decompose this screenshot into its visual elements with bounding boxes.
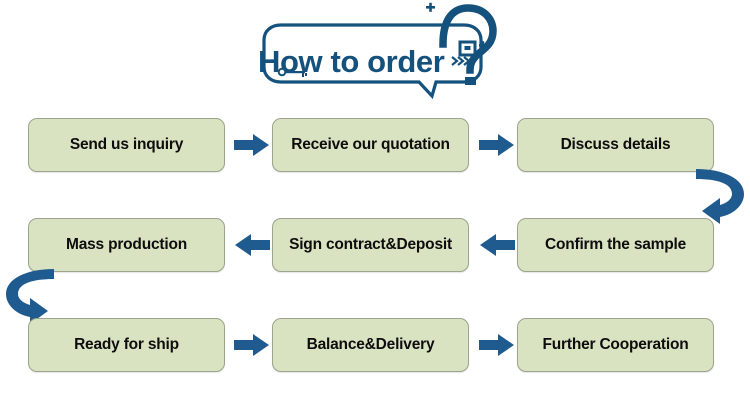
arrow-right-icon [234, 134, 269, 156]
flow-row-2: Mass production Sign contract&Deposit Co… [0, 218, 750, 272]
arrow-left-icon [480, 234, 515, 256]
flow-node-receive-our-quotation[interactable]: Receive our quotation [272, 118, 469, 172]
speech-bubble-icon [262, 23, 483, 100]
flow-row-3: Ready for ship Balance&Delivery Further … [0, 318, 750, 372]
flow-node-label: Confirm the sample [544, 236, 687, 253]
motion-chevrons-icon [451, 56, 471, 66]
wrap-arrow-left-icon [6, 269, 54, 324]
flow-node-label: Ready for ship [74, 336, 179, 353]
flow-node-label: Receive our quotation [291, 136, 450, 153]
flow-node-send-us-inquiry[interactable]: Send us inquiry [28, 118, 225, 172]
arrow-right-icon [479, 334, 514, 356]
flow-node-ready-for-ship[interactable]: Ready for ship [28, 318, 225, 372]
page-title: How to order [258, 44, 445, 79]
parcel-box-icon [451, 40, 477, 66]
flow-node-confirm-the-sample[interactable]: Confirm the sample [517, 218, 714, 272]
flow-node-label: Mass production [65, 236, 187, 253]
flow-node-sign-contract-deposit[interactable]: Sign contract&Deposit [272, 218, 469, 272]
arrow-left-icon [235, 234, 270, 256]
arrow-right-icon [234, 334, 269, 356]
flow-node-further-cooperation[interactable]: Further Cooperation [517, 318, 714, 372]
flow-node-label: Balance&Delivery [306, 336, 435, 353]
flow-node-mass-production[interactable]: Mass production [28, 218, 225, 272]
flow-node-label: Further Cooperation [542, 336, 689, 353]
flow-node-label: Discuss details [560, 136, 671, 153]
flow-node-label: Send us inquiry [69, 136, 184, 153]
arrow-right-icon [479, 134, 514, 156]
plus-sparkle-icon [426, 2, 435, 12]
wrap-arrow-right-icon [696, 169, 744, 224]
flow-node-balance-delivery[interactable]: Balance&Delivery [272, 318, 469, 372]
header-graphic [262, 2, 497, 100]
plus-small-icon [479, 41, 487, 50]
flow-node-discuss-details[interactable]: Discuss details [517, 118, 714, 172]
flow-node-label: Sign contract&Deposit [289, 236, 452, 253]
key-icon [277, 67, 307, 77]
header-banner: How to order [236, 0, 516, 108]
flow-row-1: Send us inquiry Receive our quotation Di… [0, 118, 750, 172]
